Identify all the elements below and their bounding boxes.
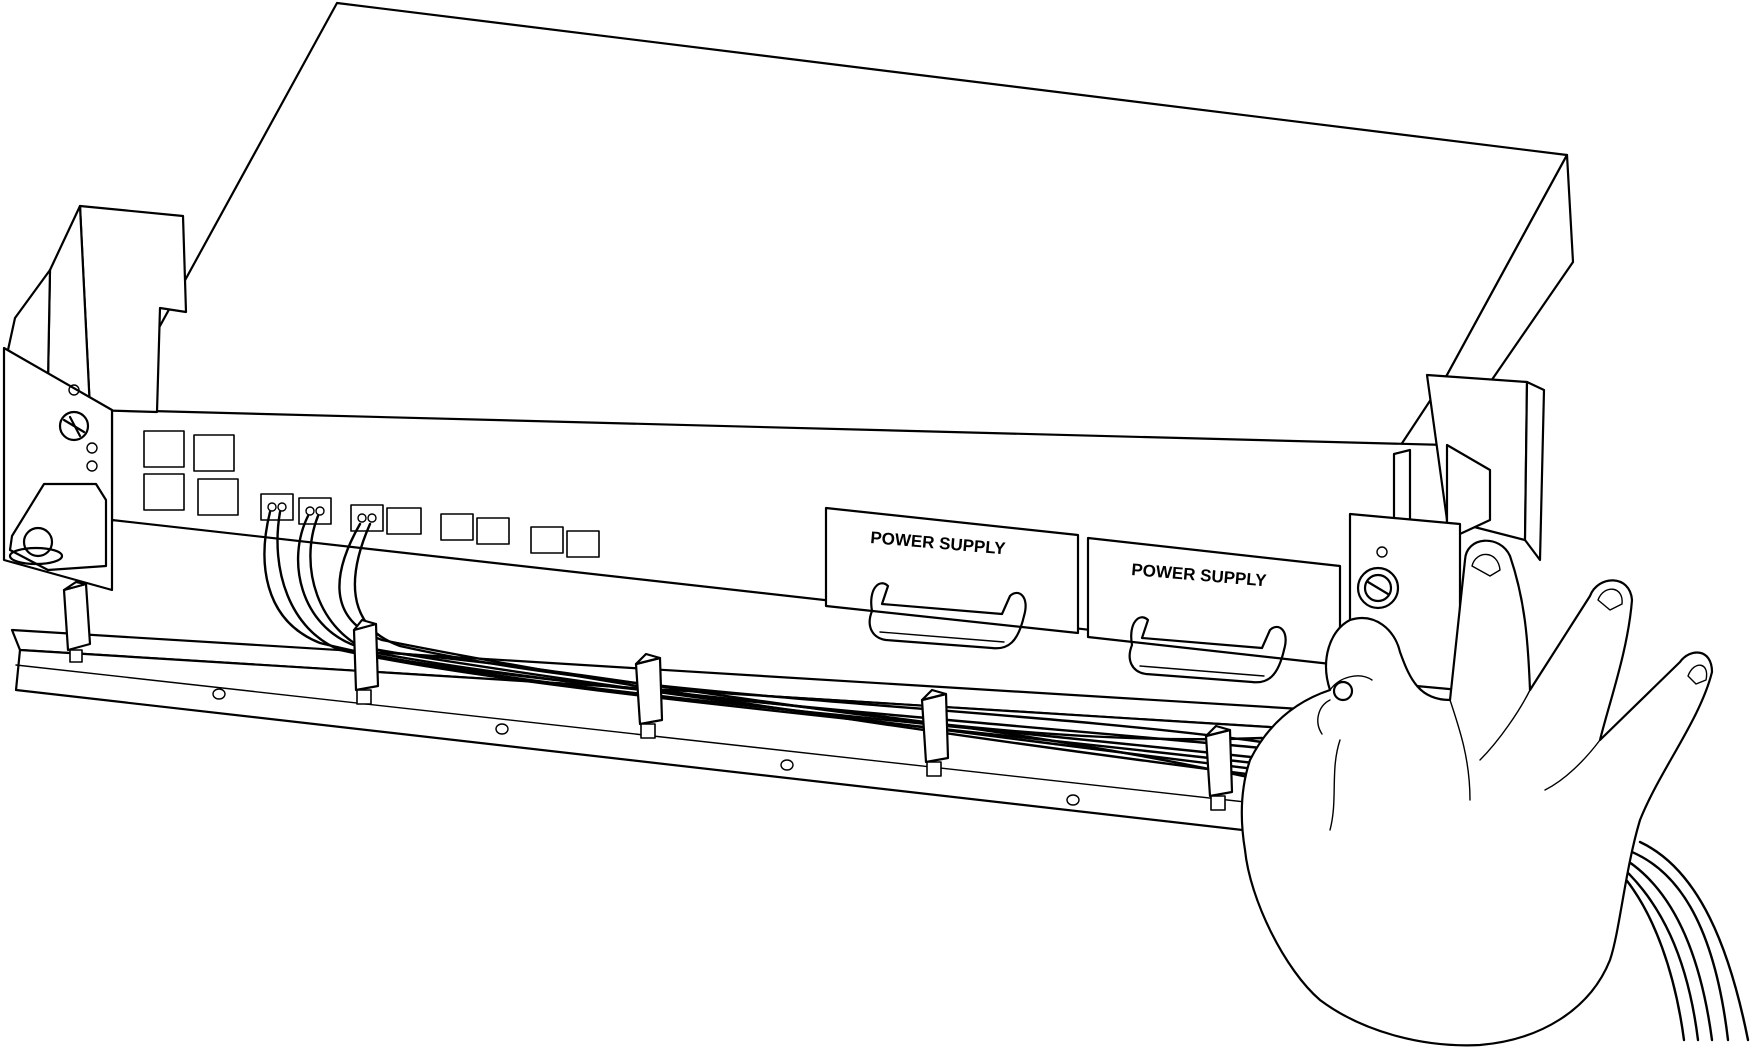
power-supply-2-handle[interactable] <box>1128 616 1287 684</box>
cable-clip <box>352 618 380 705</box>
cable-clip <box>1204 724 1234 811</box>
cable-clips <box>62 580 1234 811</box>
port-square <box>386 507 422 535</box>
cable-clip <box>920 688 950 777</box>
port-square <box>566 530 600 558</box>
cable-clip <box>634 652 664 739</box>
left-ear-screw[interactable] <box>58 410 90 442</box>
hand <box>1240 539 1714 1047</box>
cable-tray <box>10 628 1352 842</box>
connector-port <box>260 493 294 521</box>
captive-screw[interactable] <box>1332 680 1354 702</box>
port-square <box>193 434 235 472</box>
port-square <box>530 526 564 554</box>
right-ear-screw[interactable] <box>1363 573 1393 603</box>
power-supply-1: POWER SUPPLY <box>824 506 1080 650</box>
port-square <box>197 478 239 516</box>
connector-port <box>350 504 384 532</box>
left-rack-ear <box>2 204 188 592</box>
front-ports <box>143 430 600 558</box>
cable-bundle <box>263 510 1750 1042</box>
port-square <box>476 517 510 545</box>
power-supply-1-handle[interactable] <box>868 582 1027 650</box>
port-square <box>143 430 185 468</box>
bracket-screw[interactable] <box>22 526 54 558</box>
connector-port <box>298 497 332 525</box>
port-square <box>440 513 474 541</box>
cable-clip <box>62 580 92 663</box>
port-square <box>143 473 185 511</box>
